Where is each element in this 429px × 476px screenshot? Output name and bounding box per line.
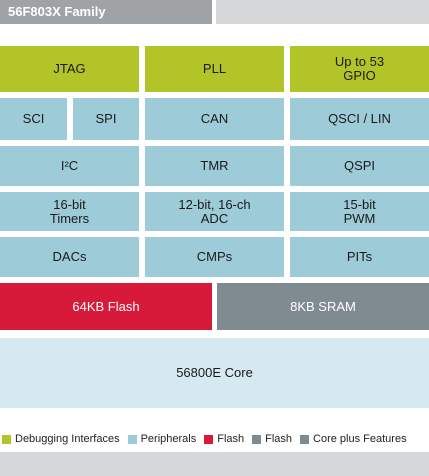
legend-label: Core plus Features bbox=[313, 433, 407, 445]
block-gpio: Up to 53 GPIO bbox=[290, 46, 429, 92]
legend-label: Peripherals bbox=[140, 433, 197, 445]
block-tmr-label: TMR bbox=[200, 158, 229, 173]
block-qspi-label: QSPI bbox=[343, 158, 376, 173]
legend-swatch bbox=[127, 434, 137, 444]
block-pwm-label: 15-bit PWM bbox=[343, 196, 376, 226]
block-timers-label: 16-bit Timers bbox=[49, 196, 90, 226]
block-jtag: JTAG bbox=[0, 46, 139, 92]
block-jtag-label: JTAG bbox=[53, 61, 86, 76]
block-pwm: 15-bit PWM bbox=[290, 192, 429, 231]
block-cmps: CMPs bbox=[145, 237, 284, 277]
legend-item-debugging: Debugging Interfaces bbox=[2, 433, 120, 445]
legend: Debugging Interfaces Peripherals Flash F… bbox=[0, 432, 429, 446]
legend-swatch bbox=[204, 434, 214, 444]
header-bar-right bbox=[216, 0, 429, 24]
block-dacs-label: DACs bbox=[52, 249, 87, 264]
block-adc-label: 12-bit, 16-ch ADC bbox=[178, 196, 251, 226]
legend-label: Flash bbox=[265, 433, 293, 445]
block-pits-label: PITs bbox=[346, 249, 373, 264]
legend-item-flash-gray: Flash bbox=[252, 433, 292, 445]
block-pll-label: PLL bbox=[202, 61, 227, 76]
legend-item-peripherals: Peripherals bbox=[127, 433, 197, 445]
block-sci-label: SCI bbox=[22, 111, 45, 126]
block-i2c: I²C bbox=[0, 146, 139, 186]
block-qsci-lin-label: QSCI / LIN bbox=[328, 111, 391, 126]
block-qspi: QSPI bbox=[290, 146, 429, 186]
block-i2c-label: I²C bbox=[60, 158, 79, 173]
block-tmr: TMR bbox=[145, 146, 284, 186]
legend-label: Debugging Interfaces bbox=[15, 433, 120, 445]
block-gpio-label: Up to 53 GPIO bbox=[334, 54, 385, 83]
block-sci: SCI bbox=[0, 98, 67, 140]
legend-label: Flash bbox=[217, 433, 245, 445]
block-can: CAN bbox=[145, 98, 284, 140]
legend-item-flash: Flash bbox=[204, 433, 244, 445]
block-can-label: CAN bbox=[200, 111, 229, 126]
block-flash: 64KB Flash bbox=[0, 283, 212, 330]
block-core-label: 56800E Core bbox=[176, 365, 253, 380]
footer-bar bbox=[0, 452, 429, 476]
block-sram: 8KB SRAM bbox=[217, 283, 429, 330]
legend-swatch bbox=[2, 434, 11, 444]
block-timers: 16-bit Timers bbox=[0, 192, 139, 231]
block-adc: 12-bit, 16-ch ADC bbox=[145, 192, 284, 231]
block-pll: PLL bbox=[145, 46, 284, 92]
legend-swatch bbox=[300, 434, 310, 444]
block-cmps-label: CMPs bbox=[196, 249, 233, 264]
block-qsci-lin: QSCI / LIN bbox=[290, 98, 429, 140]
block-core: 56800E Core bbox=[0, 338, 429, 408]
block-spi: SPI bbox=[73, 98, 139, 140]
block-pits: PITs bbox=[290, 237, 429, 277]
block-flash-label: 64KB Flash bbox=[72, 298, 140, 314]
block-sram-label: 8KB SRAM bbox=[290, 298, 356, 314]
block-dacs: DACs bbox=[0, 237, 139, 277]
legend-item-core: Core plus Features bbox=[300, 433, 407, 445]
legend-swatch bbox=[252, 434, 262, 444]
diagram-title: 56F803X Family bbox=[0, 0, 212, 24]
block-spi-label: SPI bbox=[95, 111, 117, 126]
